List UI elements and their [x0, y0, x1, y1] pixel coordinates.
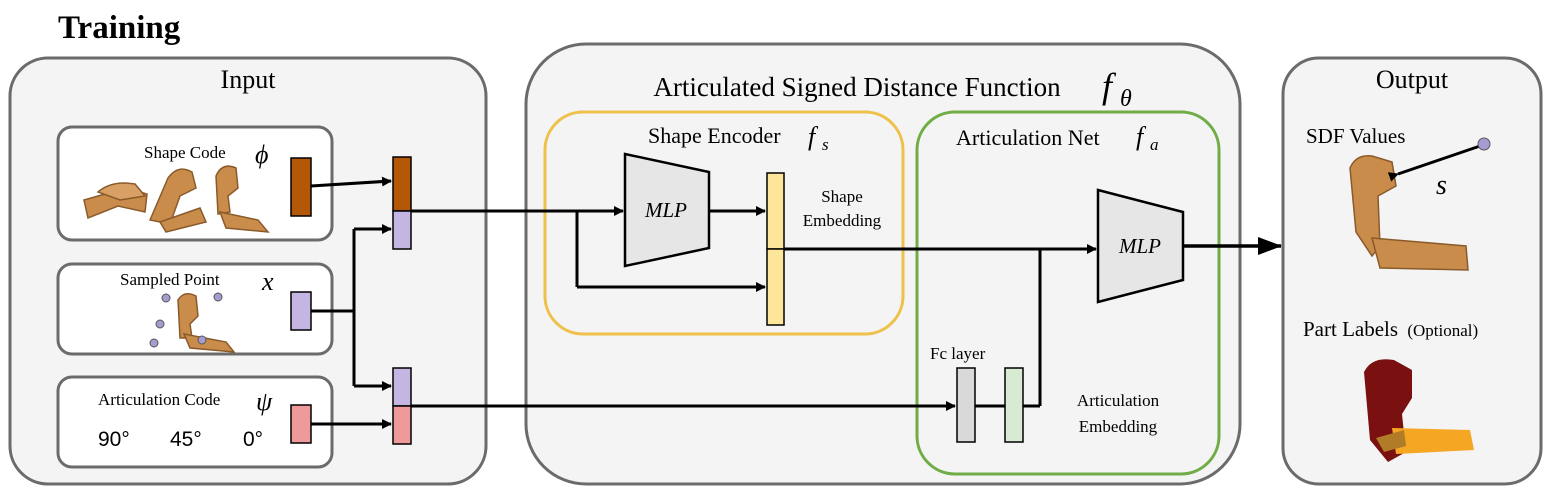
sdf-arm-model — [1349, 155, 1469, 271]
arm-thumbnail-upright — [215, 165, 270, 233]
articulation-code-box — [56, 375, 334, 469]
fc-layer-grey — [956, 367, 976, 443]
angle-label-0: 0° — [243, 428, 263, 451]
input-panel-title: Input — [221, 65, 277, 94]
articulation-embedding-label-line2: Embedding — [1079, 417, 1158, 436]
articulation-code-vector — [290, 404, 312, 444]
sample-point-dot — [149, 338, 159, 348]
part-labels-pointcloud — [1364, 359, 1474, 462]
arm-thumbnail-bent — [148, 168, 208, 233]
shape-embedding-vector — [766, 172, 785, 250]
concat-point-upper — [392, 210, 412, 250]
sample-point-dot — [161, 293, 171, 303]
arm-thumbnail-flat — [83, 182, 148, 220]
output-panel — [1281, 56, 1543, 486]
shape-encoder-subscript: s — [822, 135, 829, 154]
sample-point-dot — [197, 335, 207, 345]
sdf-distance-arrow — [1387, 144, 1481, 182]
shape-encoder-mlp — [623, 152, 711, 268]
concat-point-lower — [392, 367, 412, 407]
shape-encoder-symbol: f — [808, 122, 819, 151]
articulation-net-box — [915, 110, 1221, 476]
sampled-point-vector — [290, 291, 312, 331]
query-point — [1477, 137, 1491, 151]
sdf-values-label: SDF Values — [1306, 124, 1405, 148]
sampled-point-label: Sampled Point — [120, 270, 220, 289]
asdf-title-subscript: θ — [1120, 86, 1132, 112]
part-labels-label: Part Labels (Optional) — [1303, 317, 1478, 341]
asdf-title-text: Articulated Signed Distance Function — [653, 72, 1061, 102]
articulation-embedding-label-line1: Articulation — [1077, 391, 1160, 410]
shape-embedding-label-line1: Shape — [821, 187, 863, 206]
sampled-point-symbol: x — [261, 267, 274, 296]
shape-encoder-mlp-label: MLP — [644, 198, 687, 222]
page-title: Training — [58, 10, 181, 46]
fc-layer-green — [1004, 367, 1024, 443]
concat-articulation-code — [392, 405, 412, 445]
articulation-net-mlp-label: MLP — [1118, 234, 1161, 258]
articulation-net-mlp — [1096, 188, 1185, 304]
shape-point-vector — [766, 248, 785, 326]
sample-point-dot — [155, 319, 165, 329]
fc-layer-label: Fc layer — [930, 344, 986, 363]
shape-encoder-title: Shape Encoder — [648, 123, 781, 148]
input-connectors — [310, 176, 392, 429]
shape-embedding-label-line2: Embedding — [803, 211, 882, 230]
asdf-connectors — [411, 206, 1097, 411]
asdf-panel — [524, 42, 1242, 486]
part-labels-note: (Optional) — [1407, 321, 1478, 340]
articulation-code-symbol: ψ — [256, 387, 273, 416]
sdf-symbol: s — [1436, 170, 1447, 201]
part-labels-text: Part Labels — [1303, 317, 1398, 341]
shape-code-label: Shape Code — [144, 143, 226, 162]
asdf-panel-title: Articulated Signed Distance Function — [653, 72, 1061, 102]
shape-code-symbol: ϕ — [255, 140, 268, 169]
sampled-arm-model — [177, 293, 236, 353]
articulation-net-subscript: a — [1150, 135, 1159, 154]
output-panel-title: Output — [1376, 65, 1449, 94]
concat-shape-code — [392, 156, 412, 212]
sample-point-dot — [213, 292, 223, 302]
articulation-code-label: Articulation Code — [98, 390, 220, 409]
angle-label-45: 45° — [170, 428, 202, 451]
articulation-net-title: Articulation Net — [956, 125, 1100, 150]
shape-code-vector — [290, 157, 312, 217]
angle-label-90: 90° — [98, 428, 130, 451]
articulation-net-symbol: f — [1136, 122, 1147, 151]
shape-encoder-box — [543, 110, 905, 336]
